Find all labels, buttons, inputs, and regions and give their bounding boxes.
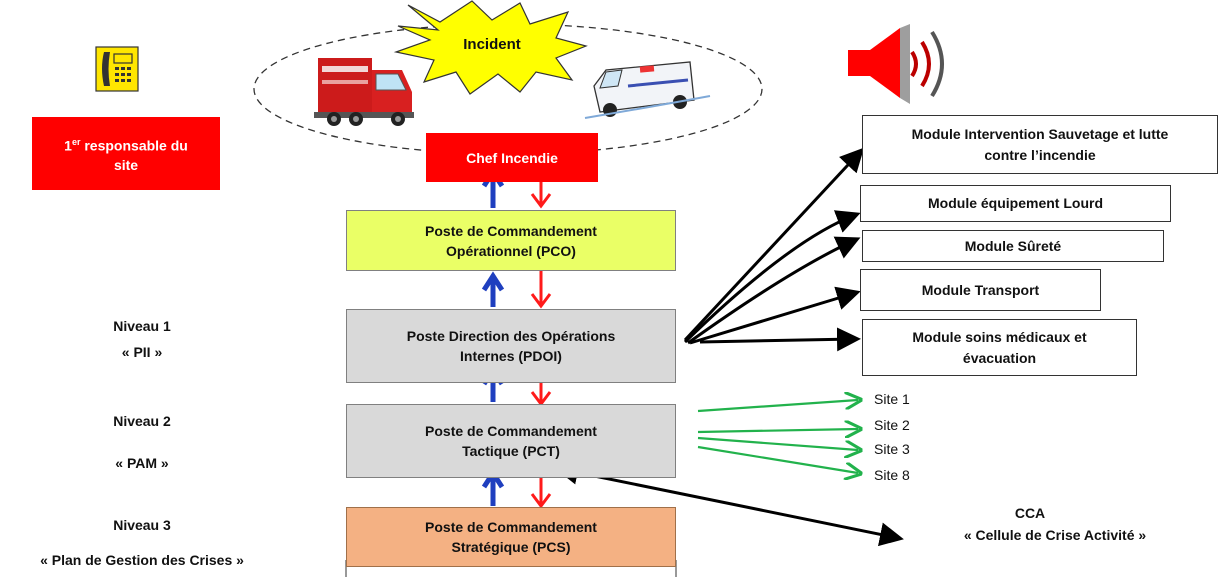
pco-box: Poste de Commandement Opérationnel (PCO) xyxy=(346,210,676,271)
niveau1-sub: « PII » xyxy=(121,344,163,360)
niveau2-sub: « PAM » xyxy=(115,455,169,471)
site-3: Site 3 xyxy=(874,441,910,457)
speaker-icon xyxy=(848,24,944,104)
module-arrows xyxy=(683,147,865,352)
module-transport: Module Transport xyxy=(860,269,1101,311)
niveau3-sub: « Plan de Gestion des Crises » xyxy=(40,552,244,568)
niveau3-title: Niveau 3 xyxy=(113,517,171,533)
cca-title: CCA xyxy=(1014,505,1046,521)
pct-cca-arrow xyxy=(554,460,904,547)
chef-incendie-box: Chef Incendie xyxy=(426,133,598,182)
site-8: Site 8 xyxy=(874,467,910,483)
cca-subtitle: « Cellule de Crise Activité » xyxy=(963,527,1147,543)
site-1: Site 1 xyxy=(874,391,910,407)
arrow-up-pdoi-pco xyxy=(481,271,505,307)
incident-starburst xyxy=(393,0,588,95)
incident-label: Incident xyxy=(463,36,521,53)
pct-box: Poste de Commandement Tactique (PCT) xyxy=(346,404,676,478)
module-equipement-lourd: Module équipement Lourd xyxy=(860,185,1171,222)
niveau1-title: Niveau 1 xyxy=(113,318,171,334)
module-intervention: Module Intervention Sauvetage et lutte c… xyxy=(862,115,1218,174)
site-2: Site 2 xyxy=(874,417,910,433)
module-soins-medicaux: Module soins médicaux et évacuation xyxy=(862,319,1137,376)
site-arrows xyxy=(697,400,858,473)
arrow-down-pco-pdoi xyxy=(530,271,552,309)
site-manager-box: 1er responsable du site xyxy=(32,117,220,190)
pcs-box: Poste de Commandement Stratégique (PCS) xyxy=(346,507,676,567)
niveau2-title: Niveau 2 xyxy=(113,413,171,429)
module-surete: Module Sûreté xyxy=(862,230,1164,262)
ambulance-icon xyxy=(584,61,711,119)
fire-truck-icon xyxy=(314,58,414,126)
pdoi-box: Poste Direction des Opérations Internes … xyxy=(346,309,676,383)
arrow-down-pct-pcs xyxy=(530,474,552,509)
phone-icon xyxy=(95,46,139,92)
